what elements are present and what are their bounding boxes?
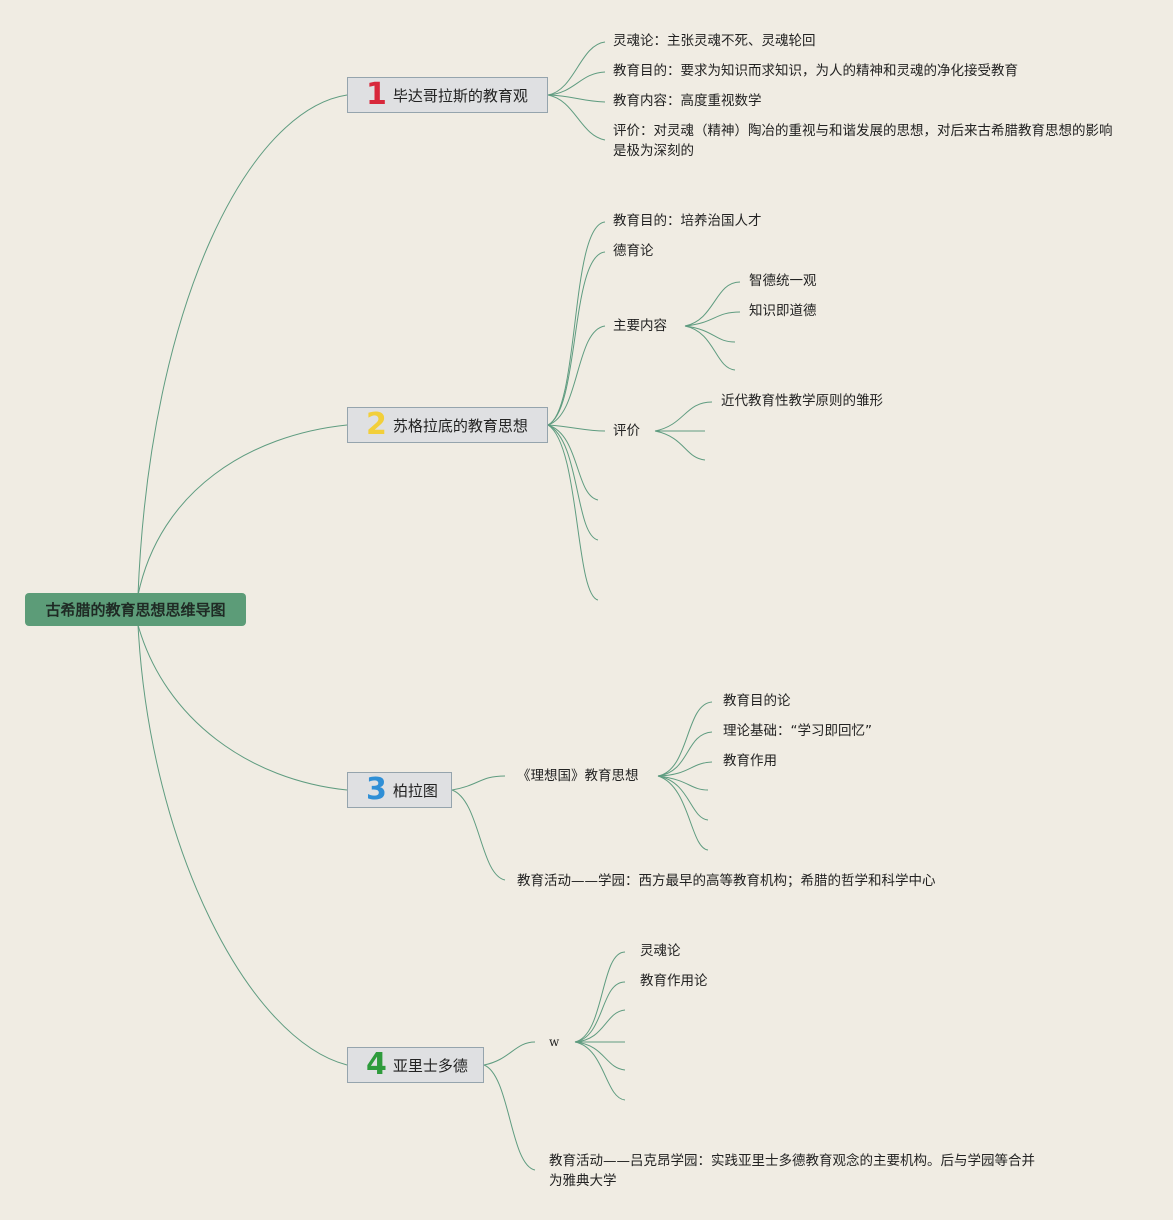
edge-w-i2: [574, 981, 626, 1043]
leaf-soul-theory[interactable]: 灵魂论: [640, 943, 681, 959]
number-badge-4: 4: [366, 1047, 387, 1082]
edge-root-b3: [137, 624, 348, 791]
edge-rep-i2: [657, 731, 713, 777]
edge-rep-i3: [657, 761, 713, 777]
leaf-education-goal[interactable]: 教育目的：培养治国人才: [613, 213, 762, 229]
leaf-education-goal[interactable]: 教育目的：要求为知识而求知识，为人的精神和灵魂的净化接受教育: [613, 63, 1018, 79]
leaf-theory-basis[interactable]: 理论基础：“学习即回忆”: [723, 723, 872, 739]
branch-node-socrates[interactable]: 2 苏格拉底的教育思想: [347, 407, 548, 443]
edge-b2-i2: [547, 251, 606, 426]
branch-node-pythagoras[interactable]: 1 毕达哥拉斯的教育观: [347, 77, 548, 113]
edge-w-e3: [574, 1041, 626, 1071]
edge-rep-i1: [657, 701, 713, 777]
edge-w-e1: [574, 1009, 626, 1043]
branch-node-aristotle[interactable]: 4 亚里士多德: [347, 1047, 484, 1083]
leaf-republic[interactable]: 《理想国》教育思想: [517, 768, 639, 784]
leaf-w[interactable]: w: [549, 1035, 560, 1049]
branch-node-plato[interactable]: 3 柏拉图: [347, 772, 452, 808]
edge-b1-i3: [547, 94, 606, 103]
edge-b3-i1: [451, 775, 506, 791]
edge-w-i1: [574, 951, 626, 1043]
edge-mc-i2: [684, 311, 741, 327]
edge-root-b2: [137, 424, 348, 596]
edge-b2-i3: [547, 325, 606, 426]
edge-root-b1: [137, 94, 348, 596]
edge-b1-i2: [547, 71, 606, 96]
edge-mc-e1: [684, 325, 736, 343]
leaf-education-role-theory[interactable]: 教育作用论: [640, 973, 708, 989]
edge-b2-i1: [547, 221, 606, 426]
branch-label: 亚里士多德: [392, 1056, 468, 1075]
branch-label: 毕达哥拉斯的教育观: [392, 86, 528, 105]
leaf-teaching-principle[interactable]: 近代教育性教学原则的雏形: [721, 393, 883, 409]
number-badge-3: 3: [366, 772, 387, 807]
edge-b2-e3: [547, 424, 599, 601]
leaf-education-goal-theory[interactable]: 教育目的论: [723, 693, 791, 709]
edge-b4-i1: [483, 1041, 536, 1066]
edge-rep-e3: [657, 775, 709, 851]
leaf-education-role[interactable]: 教育作用: [723, 753, 777, 769]
branch-label: 柏拉图: [392, 781, 438, 800]
number-badge-2: 2: [366, 407, 387, 442]
edge-ev-e2: [654, 430, 706, 461]
edge-b4-i2: [483, 1064, 536, 1171]
edge-mc-e2: [684, 325, 736, 371]
edge-b2-e1: [547, 424, 599, 501]
edge-mc-i1: [684, 281, 741, 327]
leaf-wisdom-virtue-unity[interactable]: 智德统一观: [749, 273, 817, 289]
root-label: 古希腊的教育思想思维导图: [45, 601, 226, 619]
edge-b3-i2: [451, 789, 506, 881]
leaf-main-content[interactable]: 主要内容: [613, 318, 667, 334]
leaf-soul-theory[interactable]: 灵魂论：主张灵魂不死、灵魂轮回: [613, 33, 816, 49]
edge-w-e4: [574, 1041, 626, 1101]
leaf-evaluation[interactable]: 评价：对灵魂（精神）陶冶的重视与和谐发展的思想，对后来古希腊教育思想的影响是极为…: [613, 123, 1113, 159]
edge-rep-e1: [657, 775, 709, 791]
leaf-lyceum[interactable]: 教育活动——吕克昂学园：实践亚里士多德教育观念的主要机构。后与学园等合并为雅典大…: [549, 1153, 1035, 1189]
leaf-education-content[interactable]: 教育内容：高度重视数学: [613, 93, 762, 109]
edge-ev-i1: [654, 401, 713, 432]
edge-b2-e2: [547, 424, 599, 541]
leaf-academy[interactable]: 教育活动——学园：西方最早的高等教育机构；希腊的哲学和科学中心: [517, 873, 936, 889]
leaf-moral-education[interactable]: 德育论: [613, 243, 654, 259]
edge-rep-e2: [657, 775, 709, 821]
edge-b1-i4: [547, 94, 606, 141]
leaf-evaluation[interactable]: 评价: [613, 423, 640, 439]
root-node[interactable]: 古希腊的教育思想思维导图: [25, 593, 246, 626]
number-badge-1: 1: [366, 77, 387, 112]
edge-b1-i1: [547, 41, 606, 96]
edge-b2-i4: [547, 424, 606, 432]
branch-label: 苏格拉底的教育思想: [392, 416, 528, 435]
edge-root-b4: [137, 624, 348, 1066]
leaf-knowledge-is-virtue[interactable]: 知识即道德: [749, 303, 817, 319]
